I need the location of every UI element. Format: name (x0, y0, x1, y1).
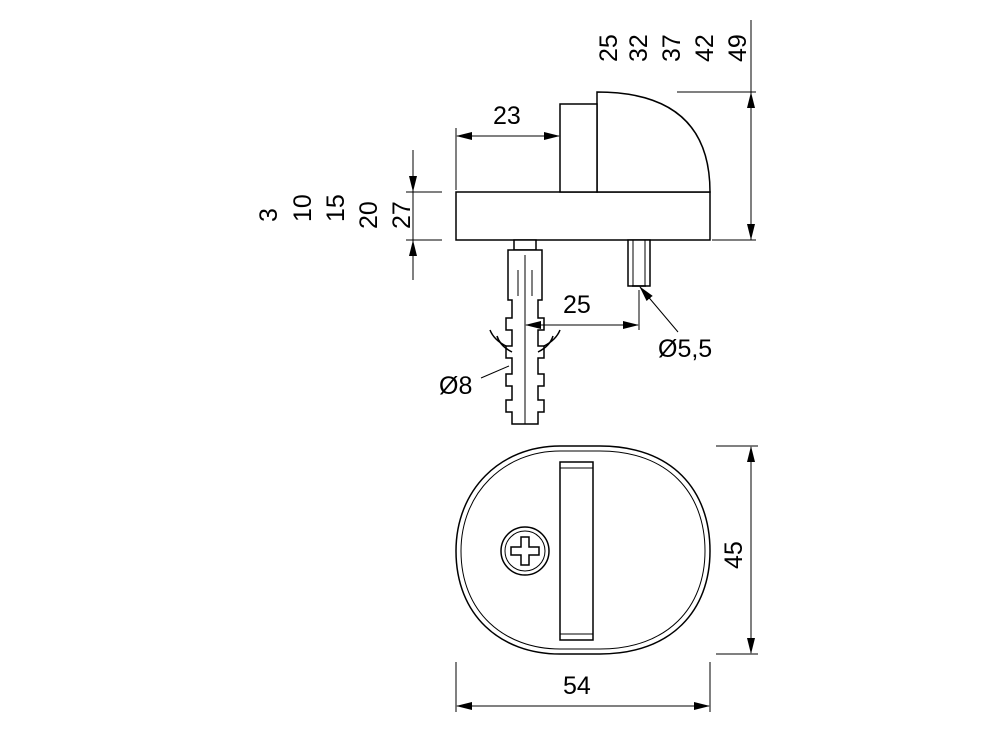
base-width-label: 23 (493, 102, 521, 130)
screw-head-outer (500, 526, 550, 576)
top-height-25: 25 (595, 34, 623, 62)
pin-diameter-label: Ø5,5 (658, 335, 712, 363)
dim-right-heights: 25 32 37 42 49 (595, 20, 756, 241)
side-view (455, 91, 711, 425)
phillips-cross-icon (510, 536, 540, 566)
plan-width-label: 54 (563, 672, 591, 700)
shoulder (559, 103, 598, 193)
top-height-49: 49 (724, 34, 752, 62)
dim-plan-width: 54 (455, 662, 711, 712)
base-plate (455, 191, 711, 241)
dim-base-width: 23 (455, 102, 560, 190)
left-height-3: 3 (255, 208, 283, 222)
wall-anchor (489, 249, 561, 425)
left-height-27: 27 (388, 201, 416, 229)
left-height-10: 10 (289, 194, 317, 222)
dim-pin-spacing: 25 (525, 290, 640, 330)
dim-left-heights: 3 10 15 20 27 (255, 150, 442, 280)
left-height-15: 15 (322, 194, 350, 222)
plan-outline (455, 445, 711, 655)
dim-anchor-diameter: Ø8 (439, 365, 510, 400)
screw-head-inner (504, 530, 546, 572)
pin-spacing-label: 25 (563, 291, 591, 319)
anchor-diameter-label: Ø8 (439, 372, 472, 400)
left-height-20: 20 (355, 201, 383, 229)
plan-inner-outline (460, 450, 706, 650)
screw-shank (513, 239, 537, 251)
top-height-42: 42 (691, 34, 719, 62)
dim-pin-diameter: Ø5,5 (639, 286, 712, 363)
plan-height-label: 45 (720, 541, 748, 569)
steel-pin (627, 239, 651, 287)
dome-body (596, 91, 711, 193)
top-height-32: 32 (625, 34, 653, 62)
plan-view (455, 445, 711, 655)
top-height-37: 37 (658, 34, 686, 62)
plan-rubber-pad (559, 461, 594, 641)
dim-plan-height: 45 (716, 445, 758, 655)
